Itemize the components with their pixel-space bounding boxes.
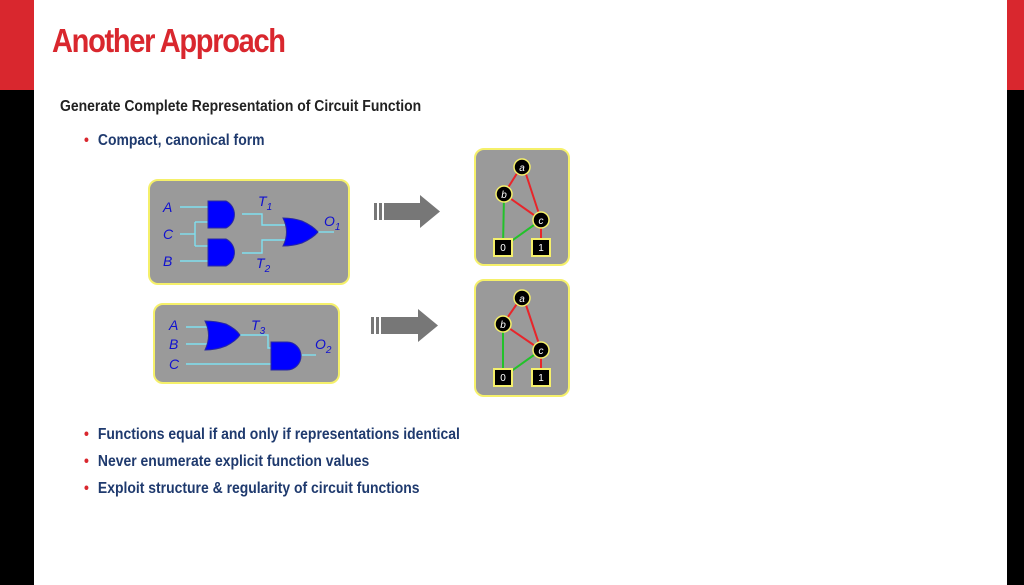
accent-bar-right — [1007, 0, 1024, 90]
input-label-c: C — [163, 226, 174, 242]
input-label-a: A — [162, 199, 172, 215]
bullet-item: • Compact, canonical form — [84, 132, 265, 150]
bullet-text: Compact, canonical form — [97, 132, 265, 149]
svg-text:0: 0 — [500, 373, 506, 384]
svg-text:b: b — [501, 190, 507, 201]
svg-text:c: c — [539, 346, 544, 357]
bullet-text: Never enumerate explicit function values — [97, 453, 370, 470]
svg-text:1: 1 — [538, 243, 544, 254]
input-label-b: B — [163, 253, 172, 269]
svg-text:1: 1 — [538, 373, 544, 384]
bdd-1: a b c 0 1 — [474, 148, 570, 266]
arrow-right-icon — [371, 309, 438, 342]
svg-text:c: c — [539, 216, 544, 227]
bdd-terminal-0 — [493, 238, 513, 257]
input-label-a: A — [168, 317, 178, 333]
bullet-text: Functions equal if and only if represent… — [97, 426, 460, 443]
input-label-b: B — [169, 336, 178, 352]
bdd-node-c — [532, 341, 550, 359]
bdd-node-b — [495, 185, 513, 203]
signal-label-t2: T2 — [256, 255, 271, 275]
bdd-node-a — [513, 289, 531, 307]
bdd-node-b — [494, 315, 512, 333]
or-gate-o1 — [282, 217, 319, 247]
circuit-1-panel — [148, 179, 350, 285]
bullet-item: • Exploit structure & regularity of circu… — [84, 480, 420, 498]
input-label-c: C — [169, 356, 180, 372]
svg-text:0: 0 — [500, 243, 506, 254]
and-gate-t2 — [207, 238, 235, 267]
signal-label-t1: T1 — [258, 193, 272, 213]
signal-label-t3: T3 — [251, 317, 266, 337]
bdd-terminal-0 — [493, 368, 513, 387]
bdd-node-a — [513, 158, 531, 176]
slide-title: Another Approach — [52, 22, 286, 59]
circuit-2: A B C T3 O2 — [153, 303, 340, 384]
and-gate-o2 — [270, 341, 302, 371]
circuit-2-wires — [186, 326, 316, 365]
bdd-terminal-1 — [531, 238, 551, 257]
bdd-terminal-1 — [531, 368, 551, 387]
circuit-2-panel — [153, 303, 340, 384]
bullet-dot: • — [84, 132, 89, 149]
accent-bar-left — [0, 0, 34, 90]
section-heading: Generate Complete Representation of Circ… — [60, 98, 422, 115]
output-label-o2: O2 — [315, 336, 332, 356]
svg-text:a: a — [519, 163, 525, 174]
bullet-dot: • — [84, 480, 89, 497]
bullet-item: • Never enumerate explicit function value… — [84, 453, 369, 471]
arrow-right-icon — [374, 195, 440, 228]
output-label-o1: O1 — [324, 213, 340, 233]
bdd-2: a b c 0 1 — [474, 279, 570, 397]
bdd-node-c — [532, 211, 550, 229]
and-gate-t1 — [207, 200, 235, 229]
bullet-text: Exploit structure & regularity of circui… — [97, 480, 420, 497]
bullet-dot: • — [84, 426, 89, 443]
or-gate-t3 — [204, 320, 241, 351]
svg-text:a: a — [519, 294, 525, 305]
bullet-dot: • — [84, 453, 89, 470]
circuit-1-wires — [180, 206, 334, 262]
svg-text:b: b — [500, 320, 506, 331]
bullet-item: • Functions equal if and only if represen… — [84, 426, 460, 444]
circuit-1: A C B T1 T2 O1 — [148, 179, 350, 285]
